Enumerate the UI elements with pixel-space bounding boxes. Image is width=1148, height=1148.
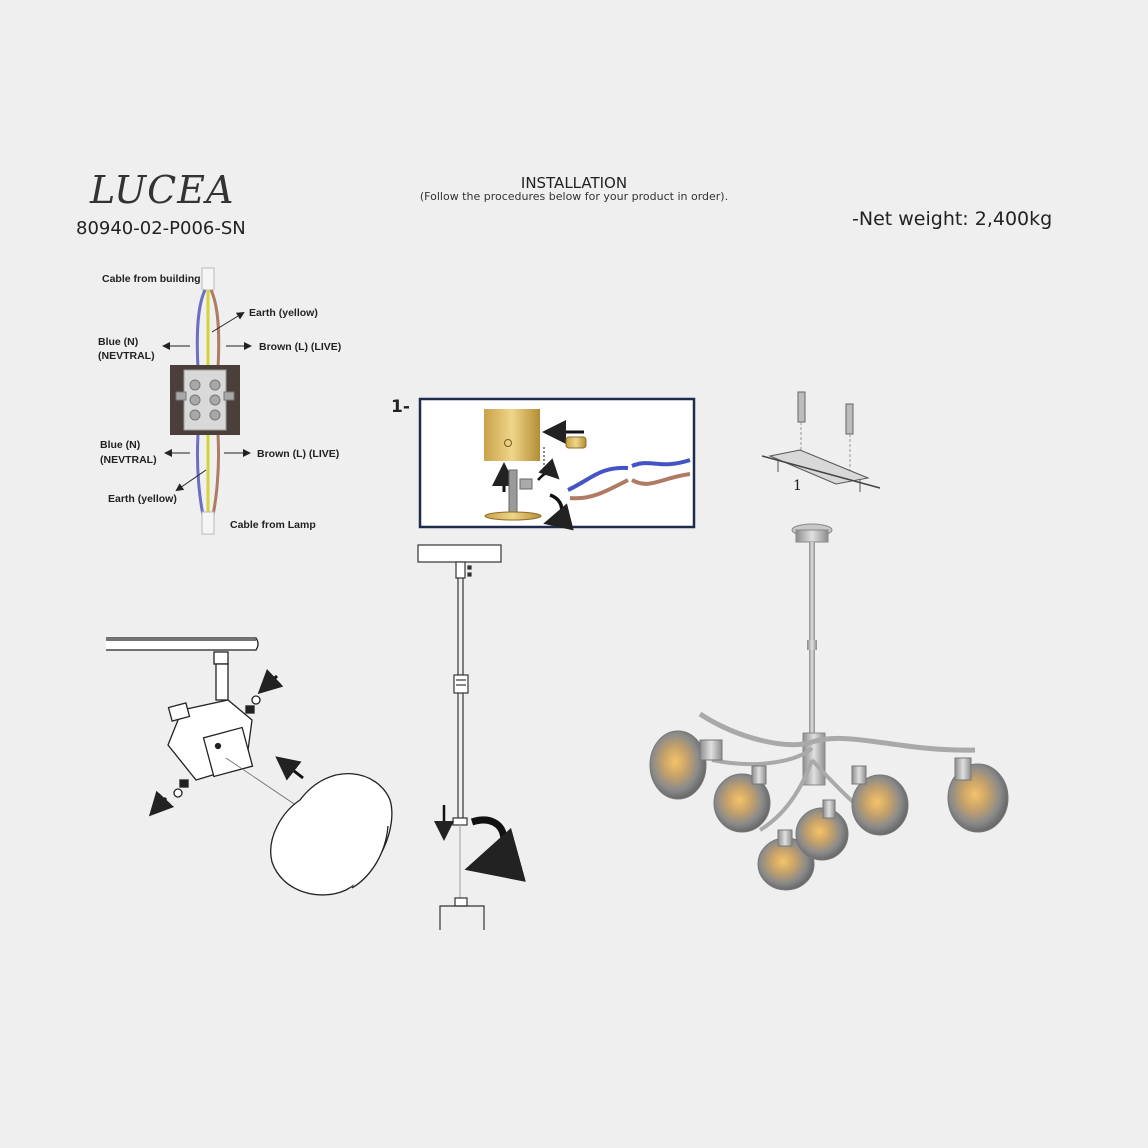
blue-bottom-label: Blue (N) xyxy=(100,439,141,451)
brand-logo: LUCEA xyxy=(90,168,235,212)
net-weight: -Net weight: 2,400kg xyxy=(852,208,1053,230)
cable-from-lamp-label: Cable from Lamp xyxy=(230,519,316,531)
ceiling-bracket xyxy=(761,391,881,492)
rod-assembly-diagram xyxy=(417,544,526,930)
wiring-diagram xyxy=(162,267,252,535)
chandelier-image xyxy=(649,523,1009,891)
step-1-diagram xyxy=(418,397,696,531)
brown-bottom-label: Brown (L) (LIVE) xyxy=(257,448,340,460)
bracket-label: 1 xyxy=(793,478,802,494)
cable-from-building-label: Cable from building xyxy=(102,273,201,285)
brown-top-label: Brown (L) (LIVE) xyxy=(259,341,342,353)
nevtral-top-label: (NEVTRAL) xyxy=(98,350,155,362)
model-number: 80940-02-P006-SN xyxy=(76,218,246,239)
nevtral-bottom-label: (NEVTRAL) xyxy=(100,454,157,466)
step-1-label: 1- xyxy=(391,397,410,417)
blue-top-label: Blue (N) xyxy=(98,336,139,348)
earth-top-label: Earth (yellow) xyxy=(249,307,318,319)
installation-subtitle: (Follow the procedures below for your pr… xyxy=(419,190,729,203)
installation-title: INSTALLATION xyxy=(520,174,628,192)
earth-bottom-label: Earth (yellow) xyxy=(108,493,177,505)
shade-attach-diagram xyxy=(106,637,393,896)
